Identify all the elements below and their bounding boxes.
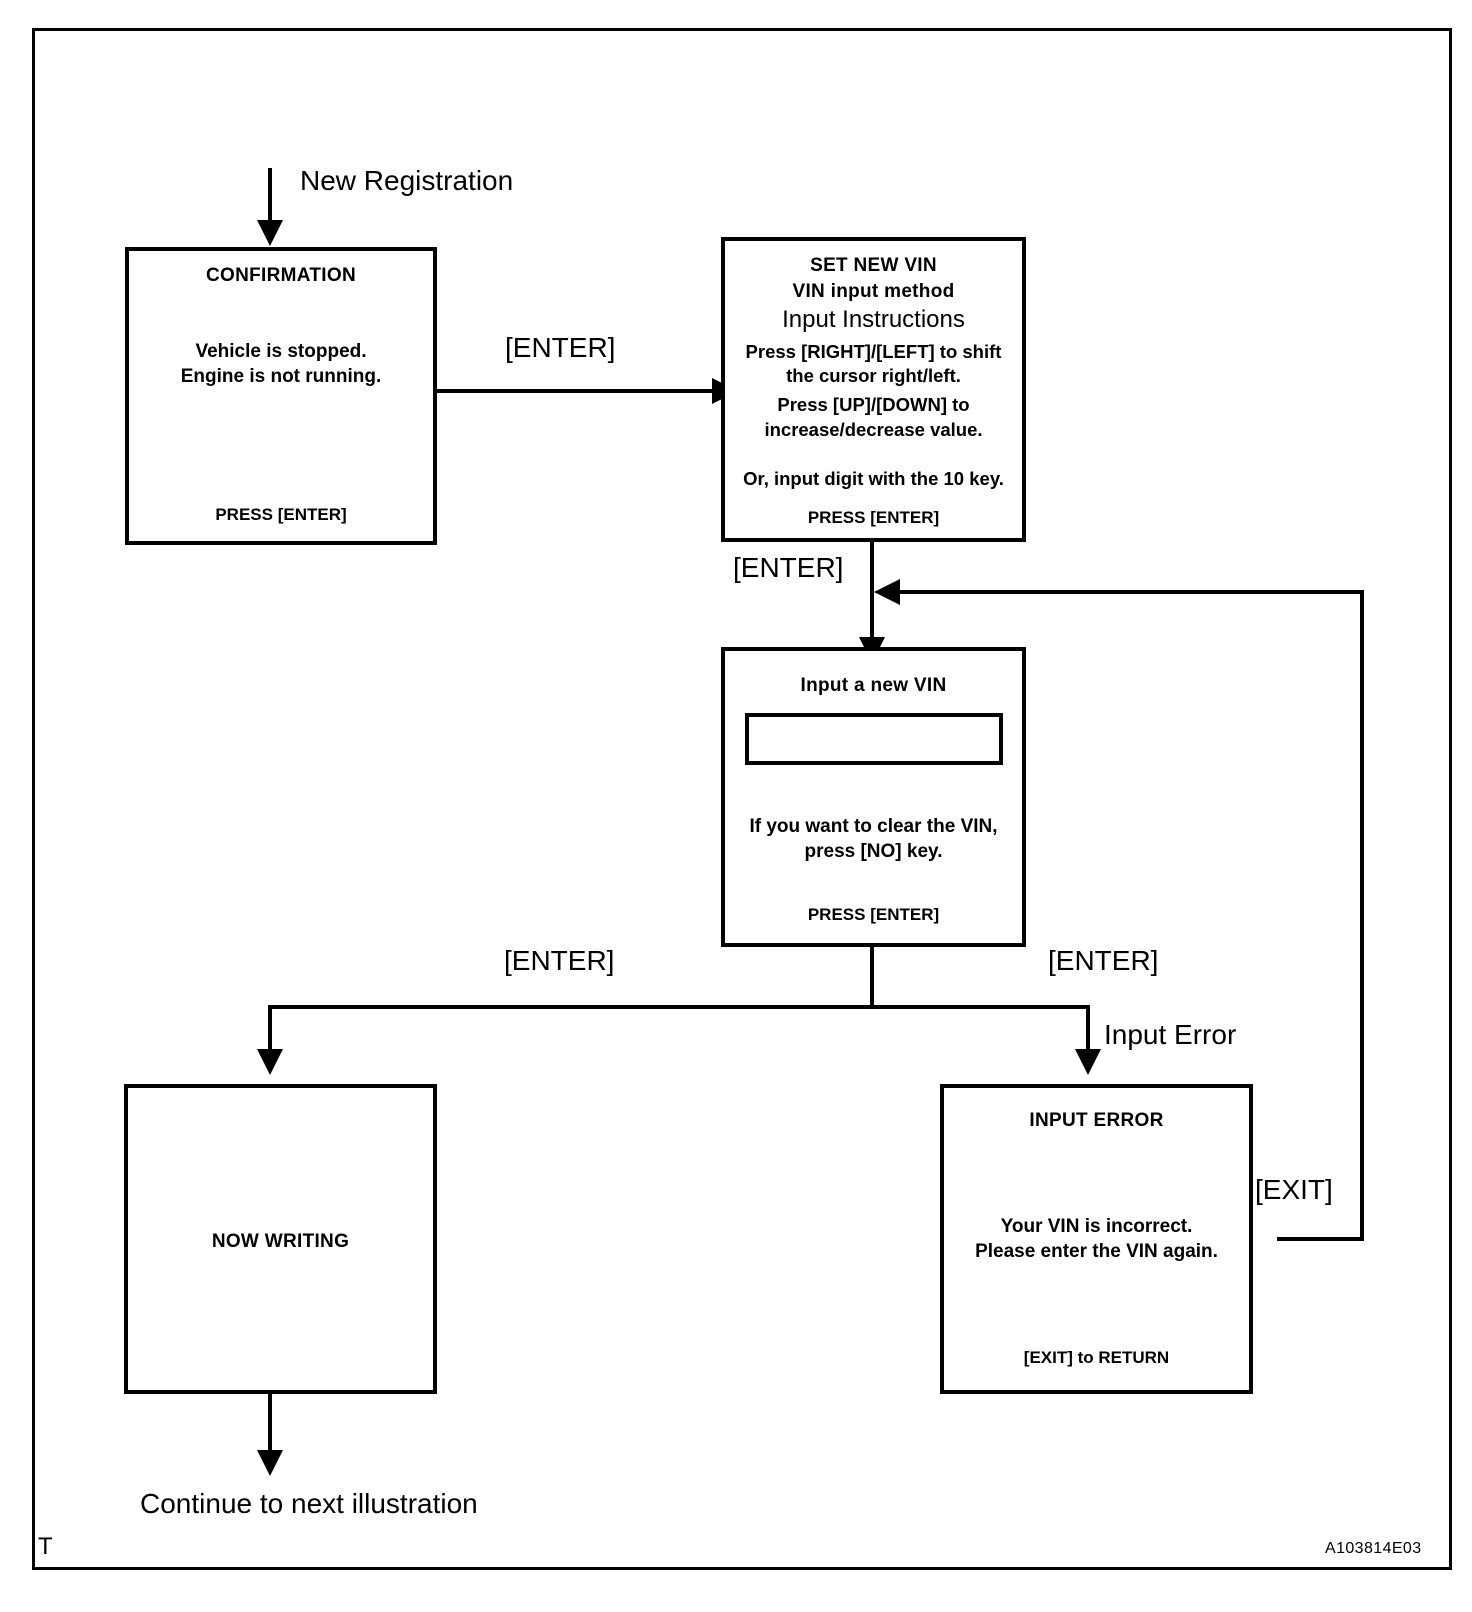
set-new-vin-instruction-1-line-2: the cursor right/left. bbox=[786, 365, 961, 386]
entry-connector-line bbox=[268, 168, 272, 222]
input-error-message-line-2: Please enter the VIN again. bbox=[975, 1241, 1218, 1262]
now-writing-screen-box: NOW WRITING bbox=[124, 1084, 437, 1394]
now-writing-title: NOW WRITING bbox=[211, 1231, 350, 1252]
set-new-vin-footer: PRESS [ENTER] bbox=[807, 508, 940, 527]
set-new-vin-instruction-1-line-1: Press [RIGHT]/[LEFT] to shift bbox=[745, 341, 1002, 362]
confirmation-title: CONFIRMATION bbox=[206, 265, 356, 286]
input-new-vin-note-line-2: press [NO] key. bbox=[804, 841, 943, 862]
confirmation-message-line-1: Vehicle is stopped. bbox=[195, 341, 367, 362]
exit-return-bottom-line bbox=[1277, 1237, 1364, 1241]
enter-label-right: [ENTER] bbox=[1048, 945, 1159, 976]
set-new-vin-instruction-2-line-1: Press [UP]/[DOWN] to bbox=[777, 394, 970, 415]
input-error-label: Input Error bbox=[1104, 1019, 1237, 1050]
set-new-vin-instruction-3: Or, input digit with the 10 key. bbox=[743, 468, 1004, 489]
input-new-vin-screen-box: Input a new VIN If you want to clear the… bbox=[721, 647, 1026, 947]
branch-left-arrow-head bbox=[257, 1049, 283, 1075]
entry-arrow-head bbox=[257, 220, 283, 246]
input-error-footer: [EXIT] to RETURN bbox=[1023, 1348, 1170, 1367]
set-new-vin-title: SET NEW VIN bbox=[810, 255, 937, 276]
entry-label: New Registration bbox=[300, 165, 514, 196]
vin-input-field[interactable] bbox=[745, 713, 1003, 765]
inputvin-branch-stem bbox=[870, 945, 874, 1008]
now-writing-exit-line bbox=[268, 1392, 272, 1452]
confirmation-footer: PRESS [ENTER] bbox=[215, 505, 347, 524]
enter-label-left: [ENTER] bbox=[504, 945, 615, 976]
input-error-title: INPUT ERROR bbox=[1029, 1110, 1164, 1131]
confirmation-message-line-2: Engine is not running. bbox=[180, 366, 382, 387]
diagram-frame bbox=[32, 28, 1452, 1570]
input-new-vin-title: Input a new VIN bbox=[800, 675, 947, 696]
set-new-vin-subtitle: VIN input method bbox=[792, 281, 955, 302]
input-error-message-line-1: Your VIN is incorrect. bbox=[1000, 1216, 1193, 1237]
branch-left-line bbox=[268, 1005, 272, 1051]
now-writing-exit-arrow-head bbox=[257, 1450, 283, 1476]
exit-return-top-line bbox=[898, 590, 1364, 594]
input-new-vin-footer: PRESS [ENTER] bbox=[807, 905, 940, 924]
enter-label-1: [ENTER] bbox=[505, 332, 616, 363]
input-new-vin-note-line-1: If you want to clear the VIN, bbox=[749, 816, 998, 837]
branch-right-line bbox=[1086, 1005, 1090, 1051]
exit-label: [EXIT] bbox=[1255, 1174, 1333, 1205]
confirmation-screen-box: CONFIRMATION Vehicle is stopped. Engine … bbox=[125, 247, 437, 545]
set-new-vin-screen-box: SET NEW VIN VIN input method Input Instr… bbox=[721, 237, 1026, 542]
corner-mark: T bbox=[38, 1533, 53, 1560]
set-new-vin-instruction-2-line-2: increase/decrease value. bbox=[764, 419, 983, 440]
set-new-vin-heading: Input Instructions bbox=[782, 306, 965, 333]
inputvin-branch-horizontal bbox=[268, 1005, 1090, 1009]
input-error-screen-box: INPUT ERROR Your VIN is incorrect. Pleas… bbox=[940, 1084, 1253, 1394]
exit-return-vertical-line bbox=[1360, 590, 1364, 1241]
enter-label-2: [ENTER] bbox=[733, 552, 844, 583]
continue-label: Continue to next illustration bbox=[140, 1488, 478, 1519]
figure-code: A103814E03 bbox=[1325, 1540, 1422, 1557]
setvin-to-inputvin-line bbox=[870, 541, 874, 639]
confirmation-to-setvin-line bbox=[433, 389, 715, 393]
exit-return-arrow-head bbox=[874, 579, 900, 605]
branch-right-arrow-head bbox=[1075, 1049, 1101, 1075]
